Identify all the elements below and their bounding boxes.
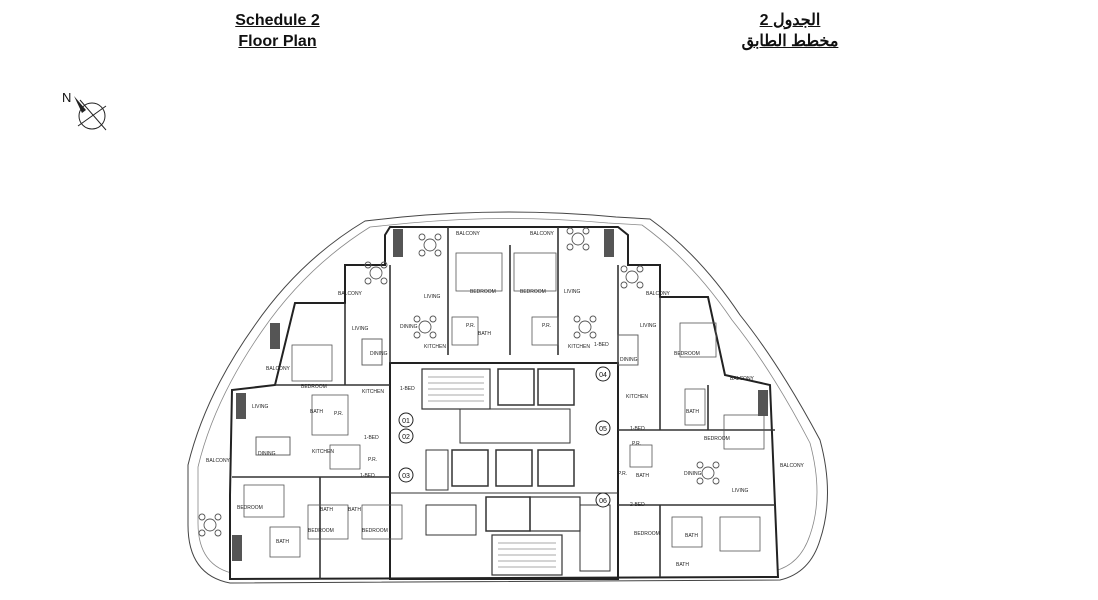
- room-label: BATH: [320, 507, 333, 513]
- room-label: LIVING: [252, 404, 269, 410]
- room-label: LIVING: [352, 326, 369, 332]
- room-label: BALCONY: [338, 291, 363, 297]
- room-label: KITCHEN: [362, 389, 384, 395]
- room-label: BALCONY: [456, 231, 481, 237]
- room-label: LIVING: [640, 323, 657, 329]
- room-label: BATH: [676, 562, 689, 568]
- floor-plan-title-ar: مخطط الطابق: [741, 33, 839, 50]
- site-outline: [187, 211, 828, 584]
- room-label: DINING: [258, 451, 276, 457]
- room-label: BEDROOM: [674, 351, 700, 357]
- room-label: P.R.: [466, 323, 475, 329]
- room-label: BEDROOM: [704, 436, 730, 442]
- room-label: BEDROOM: [362, 528, 388, 534]
- room-label: BALCONY: [266, 366, 291, 372]
- room-label: KITCHEN: [312, 449, 334, 455]
- room-label: P.R.: [618, 471, 627, 477]
- room-label: KITCHEN: [424, 344, 446, 350]
- floor-plan: BALCONY BALCONY BALCONY BALCONY BALCONY …: [187, 211, 828, 584]
- room-label: BATH: [685, 533, 698, 539]
- room-label: BATH: [686, 409, 699, 415]
- floor-plan-title-en: Floor Plan: [238, 33, 317, 50]
- room-label: BEDROOM: [301, 384, 327, 390]
- room-label: LIVING: [424, 294, 441, 300]
- room-label: BATH: [478, 331, 491, 337]
- svg-text:03: 03: [402, 473, 410, 480]
- svg-text:06: 06: [599, 498, 607, 505]
- core: [389, 362, 619, 580]
- svg-text:02: 02: [402, 434, 410, 441]
- room-label: DINING: [684, 471, 702, 477]
- room-label: LIVING: [732, 488, 749, 494]
- room-label: P.R.: [542, 323, 551, 329]
- room-label: P.R.: [368, 457, 377, 463]
- schedule-title-ar: الجدول 2: [759, 12, 821, 29]
- room-label: BEDROOM: [634, 531, 660, 537]
- unit-marker-06: 06: [595, 492, 611, 508]
- room-label: BATH: [310, 409, 323, 415]
- unit-type-label: 1-BED: [364, 435, 379, 441]
- room-label: BALCONY: [730, 376, 755, 382]
- unit-type-label: 1-BED: [400, 386, 415, 392]
- north-arrow: N: [60, 88, 112, 134]
- room-label: BALCONY: [780, 463, 805, 469]
- room-label: DINING: [370, 351, 388, 357]
- room-label: KITCHEN: [568, 344, 590, 350]
- room-label: BALCONY: [646, 291, 671, 297]
- building-outline: [229, 226, 780, 581]
- unit-type-label: 2-BED: [630, 502, 645, 508]
- room-label: BALCONY: [206, 458, 231, 464]
- room-label: LIVING: [564, 289, 581, 295]
- room-label: KITCHEN: [626, 394, 648, 400]
- unit-marker-01: 01: [398, 412, 414, 428]
- room-label: BEDROOM: [470, 289, 496, 295]
- north-label: N: [62, 90, 72, 105]
- room-label: BEDROOM: [308, 528, 334, 534]
- room-label: BATH: [348, 507, 361, 513]
- room-label: DINING: [620, 357, 638, 363]
- room-label: DINING: [400, 324, 418, 330]
- title-english: Schedule 2 Floor Plan: [205, 10, 350, 52]
- room-label: BATH: [636, 473, 649, 479]
- unit-marker-05: 05: [595, 420, 611, 436]
- room-label: BEDROOM: [520, 289, 546, 295]
- svg-text:01: 01: [402, 418, 410, 425]
- room-label: P.R.: [334, 411, 343, 417]
- unit-type-label: 1-BED: [630, 426, 645, 432]
- unit-type-label: 1-BED: [594, 342, 609, 348]
- unit-marker-03: 03: [398, 467, 414, 483]
- room-label: BATH: [276, 539, 289, 545]
- room-label: BEDROOM: [237, 505, 263, 511]
- unit-marker-04: 04: [595, 366, 611, 382]
- stair-top: [421, 368, 491, 410]
- unit-type-label: 1-BED: [360, 473, 375, 479]
- north-arrow-icon: [74, 96, 107, 131]
- stair-bottom: [491, 534, 563, 576]
- svg-text:04: 04: [599, 372, 607, 379]
- title-arabic: الجدول 2 مخطط الطابق: [735, 10, 845, 52]
- schedule-title-en: Schedule 2: [235, 12, 320, 29]
- room-label: BALCONY: [530, 231, 555, 237]
- svg-text:05: 05: [599, 426, 607, 433]
- room-label: P.R.: [632, 441, 641, 447]
- unit-marker-02: 02: [398, 428, 414, 444]
